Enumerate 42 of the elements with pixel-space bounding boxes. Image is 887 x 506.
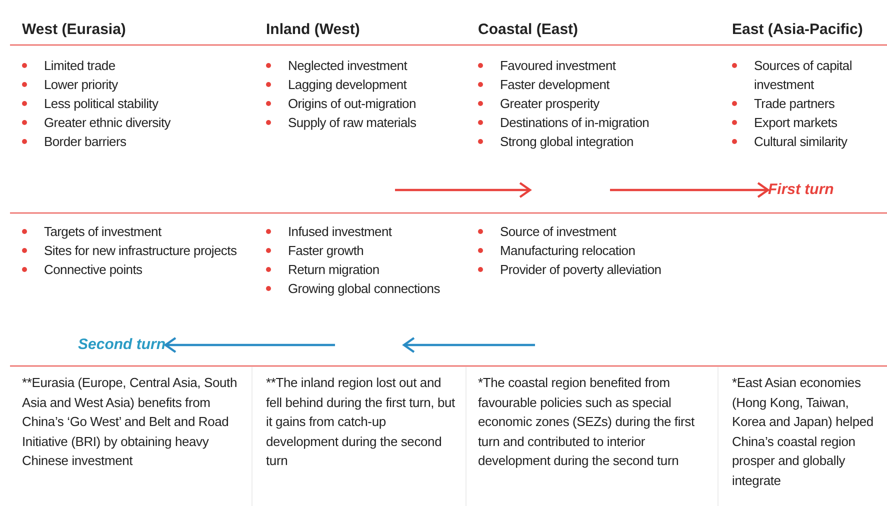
bullet-item: Sites for new infrastructure projects — [14, 241, 250, 260]
bullet-item: Faster development — [470, 75, 716, 94]
bullet-item: Provider of poverty alleviation — [470, 260, 716, 279]
column-header: West (Eurasia) — [22, 21, 126, 38]
arrow — [395, 182, 532, 198]
bullet-item: Destinations of in-migration — [470, 113, 716, 132]
bullet-item: Border barriers — [14, 132, 250, 151]
bullet-item: Trade partners — [724, 94, 887, 113]
bullet-item: Export markets — [724, 113, 887, 132]
bullet-item: Greater prosperity — [470, 94, 716, 113]
arrow — [164, 336, 335, 354]
bullet-item: Lower priority — [14, 75, 250, 94]
bullet-item: Origins of out-migration — [258, 94, 464, 113]
column-header: Inland (West) — [266, 21, 360, 38]
arrow — [402, 336, 535, 354]
bullet-item: Neglected investment — [258, 56, 464, 75]
bullet-item: Manufacturing relocation — [470, 241, 716, 260]
bullet-item: Targets of investment — [14, 222, 250, 241]
arrow-label: First turn — [768, 180, 834, 200]
footnote: **Eurasia (Europe, Central Asia, South Asia and West Asia) benefits from China’s ‘Go West’ and Belt and Road Initiative (BRI) by obtaining heavy Chinese investment — [22, 374, 238, 470]
bullet-item: Less political stability — [14, 94, 250, 113]
bullet-item: Favoured investment — [470, 56, 716, 75]
arrow — [610, 182, 770, 198]
footnote: **The inland region lost out and fell behind during the first turn, but it gains from catch-up development during the second turn — [266, 374, 456, 470]
bullet-item: Lagging development — [258, 75, 464, 94]
bullet-item: Sources of capital investment — [724, 56, 887, 94]
bullet-item: Faster growth — [258, 241, 464, 260]
bullet-item: Source of investment — [470, 222, 716, 241]
column-header: Coastal (East) — [478, 21, 578, 38]
bullet-item: Limited trade — [14, 56, 250, 75]
bullet-item: Growing global connections — [258, 279, 464, 298]
footnote: *East Asian economies (Hong Kong, Taiwan, Korea and Japan) helped China’s coastal region prosper and globally integrate — [732, 374, 874, 490]
bullet-item: Connective points — [14, 260, 250, 279]
bullet-item: Strong global integration — [470, 132, 716, 151]
arrow-label: Second turn — [78, 335, 166, 355]
column-header: East (Asia-Pacific) — [732, 21, 863, 38]
bullet-item: Supply of raw materials — [258, 113, 464, 132]
footnote: *The coastal region benefited from favourable policies such as special economic zones (SEZs) during the first turn and contributed to interior development during the second turn — [478, 374, 696, 470]
bullet-item: Cultural similarity — [724, 132, 887, 151]
bullet-item: Greater ethnic diversity — [14, 113, 250, 132]
bullet-item: Infused investment — [258, 222, 464, 241]
bullet-item: Return migration — [258, 260, 464, 279]
